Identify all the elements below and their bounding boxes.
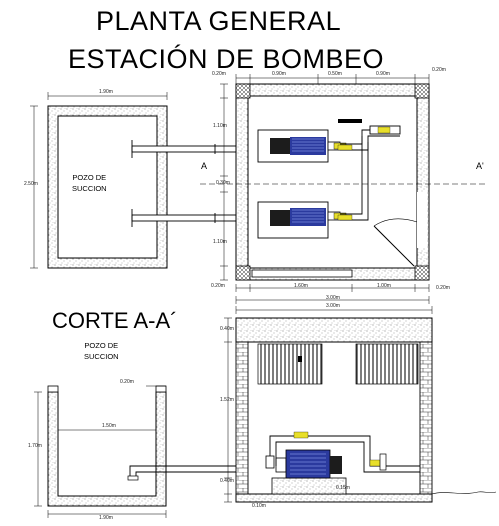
dim-section-slab: 0.40m <box>220 326 234 332</box>
plan-pump-house <box>235 83 430 281</box>
dim-section-pozo-height: 1.70m <box>28 443 42 449</box>
section-mark-left: A <box>201 161 208 171</box>
dim-section-pozo-wall: 0.20m <box>120 379 134 385</box>
section-pozo-label: POZO DE SUCCION <box>84 340 119 362</box>
dim-plan-bottom-seg-b: 1.00m <box>377 283 391 289</box>
dim-plan-pozo-width: 1.90m <box>99 89 113 95</box>
plan-dimension-lines <box>220 74 430 304</box>
dim-plan-wall-top-right: 0.20m <box>432 67 446 73</box>
plan-title-line1: PLANTA GENERAL <box>96 6 342 36</box>
dim-section-base-right: 0.15m <box>336 485 350 491</box>
dim-section-base-bottom: 0.10m <box>252 503 266 509</box>
dim-plan-height-lower: 1.10m <box>213 239 227 245</box>
dim-plan-total-width: 3.00m <box>326 295 340 301</box>
dim-plan-seg-a: 0.90m <box>272 71 286 77</box>
dim-plan-seg-c: 0.90m <box>376 71 390 77</box>
plan-discharge-pipes <box>337 125 401 221</box>
plan-pozo-label-line2: SUCCION <box>72 184 107 193</box>
section-pozo-label-line2: SUCCION <box>84 352 119 361</box>
plan-pump-lower <box>257 201 347 239</box>
plan-suction-well <box>30 92 168 269</box>
section-title: CORTE A-A´ <box>52 308 178 333</box>
dim-section-total-width: 3.00m <box>326 303 340 309</box>
plan-pump-upper <box>257 119 362 163</box>
dim-section-pozo-width: 1.90m <box>99 515 113 521</box>
dim-plan-wall-top: 0.20m <box>212 71 226 77</box>
dim-plan-wall-bottom-left: 0.20m <box>211 283 225 289</box>
section-mark-right: A' <box>476 161 484 171</box>
dim-section-base: 0.40m <box>220 478 234 484</box>
plan-title-line2: ESTACIÓN DE BOMBEO <box>68 44 385 74</box>
dim-section-pozo-inner: 1.50m <box>102 423 116 429</box>
dim-plan-pozo-height: 2.50m <box>24 181 38 187</box>
plan-pozo-label: POZO DE SUCCION <box>72 172 107 194</box>
section-pozo-label-line1: POZO DE <box>84 341 119 350</box>
section-suction-well <box>34 385 248 518</box>
dim-plan-bottom-seg-a: 1.60m <box>294 283 308 289</box>
plan-pozo-label-line1: POZO DE <box>72 173 107 182</box>
dim-plan-seg-b: 0.50m <box>328 71 342 77</box>
dim-section-height: 1.52m <box>220 397 234 403</box>
section-pump-house <box>224 306 497 503</box>
dim-plan-height-upper: 1.10m <box>213 123 227 129</box>
dim-plan-height-mid: 0.30m <box>216 180 230 186</box>
dim-plan-wall-bottom-right: 0.20m <box>436 285 450 291</box>
